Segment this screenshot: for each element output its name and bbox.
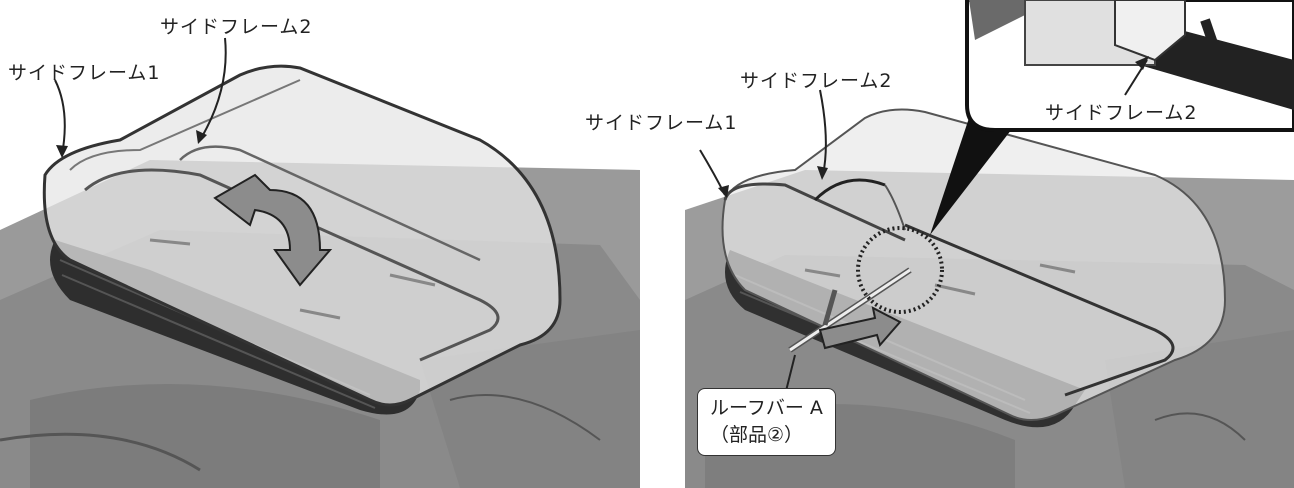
label-side-frame-2: サイドフレーム2 <box>160 16 313 38</box>
leader-side-frame-1 <box>54 79 66 156</box>
roof-bar-part-number: （部品②） <box>710 424 804 446</box>
detail-circle <box>856 226 944 314</box>
push-arrow <box>818 306 902 350</box>
roof-bar-label: ルーフバー A <box>710 397 823 419</box>
tent-body <box>721 108 1227 421</box>
fold-arrow <box>213 173 333 287</box>
label-side-frame-2: サイドフレーム2 <box>740 70 893 92</box>
roof-bar-label-box: ルーフバー A （部品②） <box>697 388 836 456</box>
roof-bar <box>788 267 912 353</box>
label-side-frame-1: サイドフレーム1 <box>585 112 738 134</box>
left-illustration-panel: サイドフレーム1 サイドフレーム2 <box>0 0 640 488</box>
right-illustration-panel: サイドフレーム1 サイドフレーム2 サイドフレーム2 ルーフバー A （部品②） <box>585 0 1294 488</box>
leader-side-frame-2 <box>199 37 227 141</box>
right-tent-illustration <box>685 0 1294 488</box>
left-tent-illustration <box>0 37 640 488</box>
callout-pointer <box>930 100 1015 235</box>
inset-detail <box>965 0 1294 132</box>
inset-label-side-frame-2: サイドフレーム2 <box>1045 102 1198 124</box>
label-side-frame-1: サイドフレーム1 <box>8 62 161 84</box>
